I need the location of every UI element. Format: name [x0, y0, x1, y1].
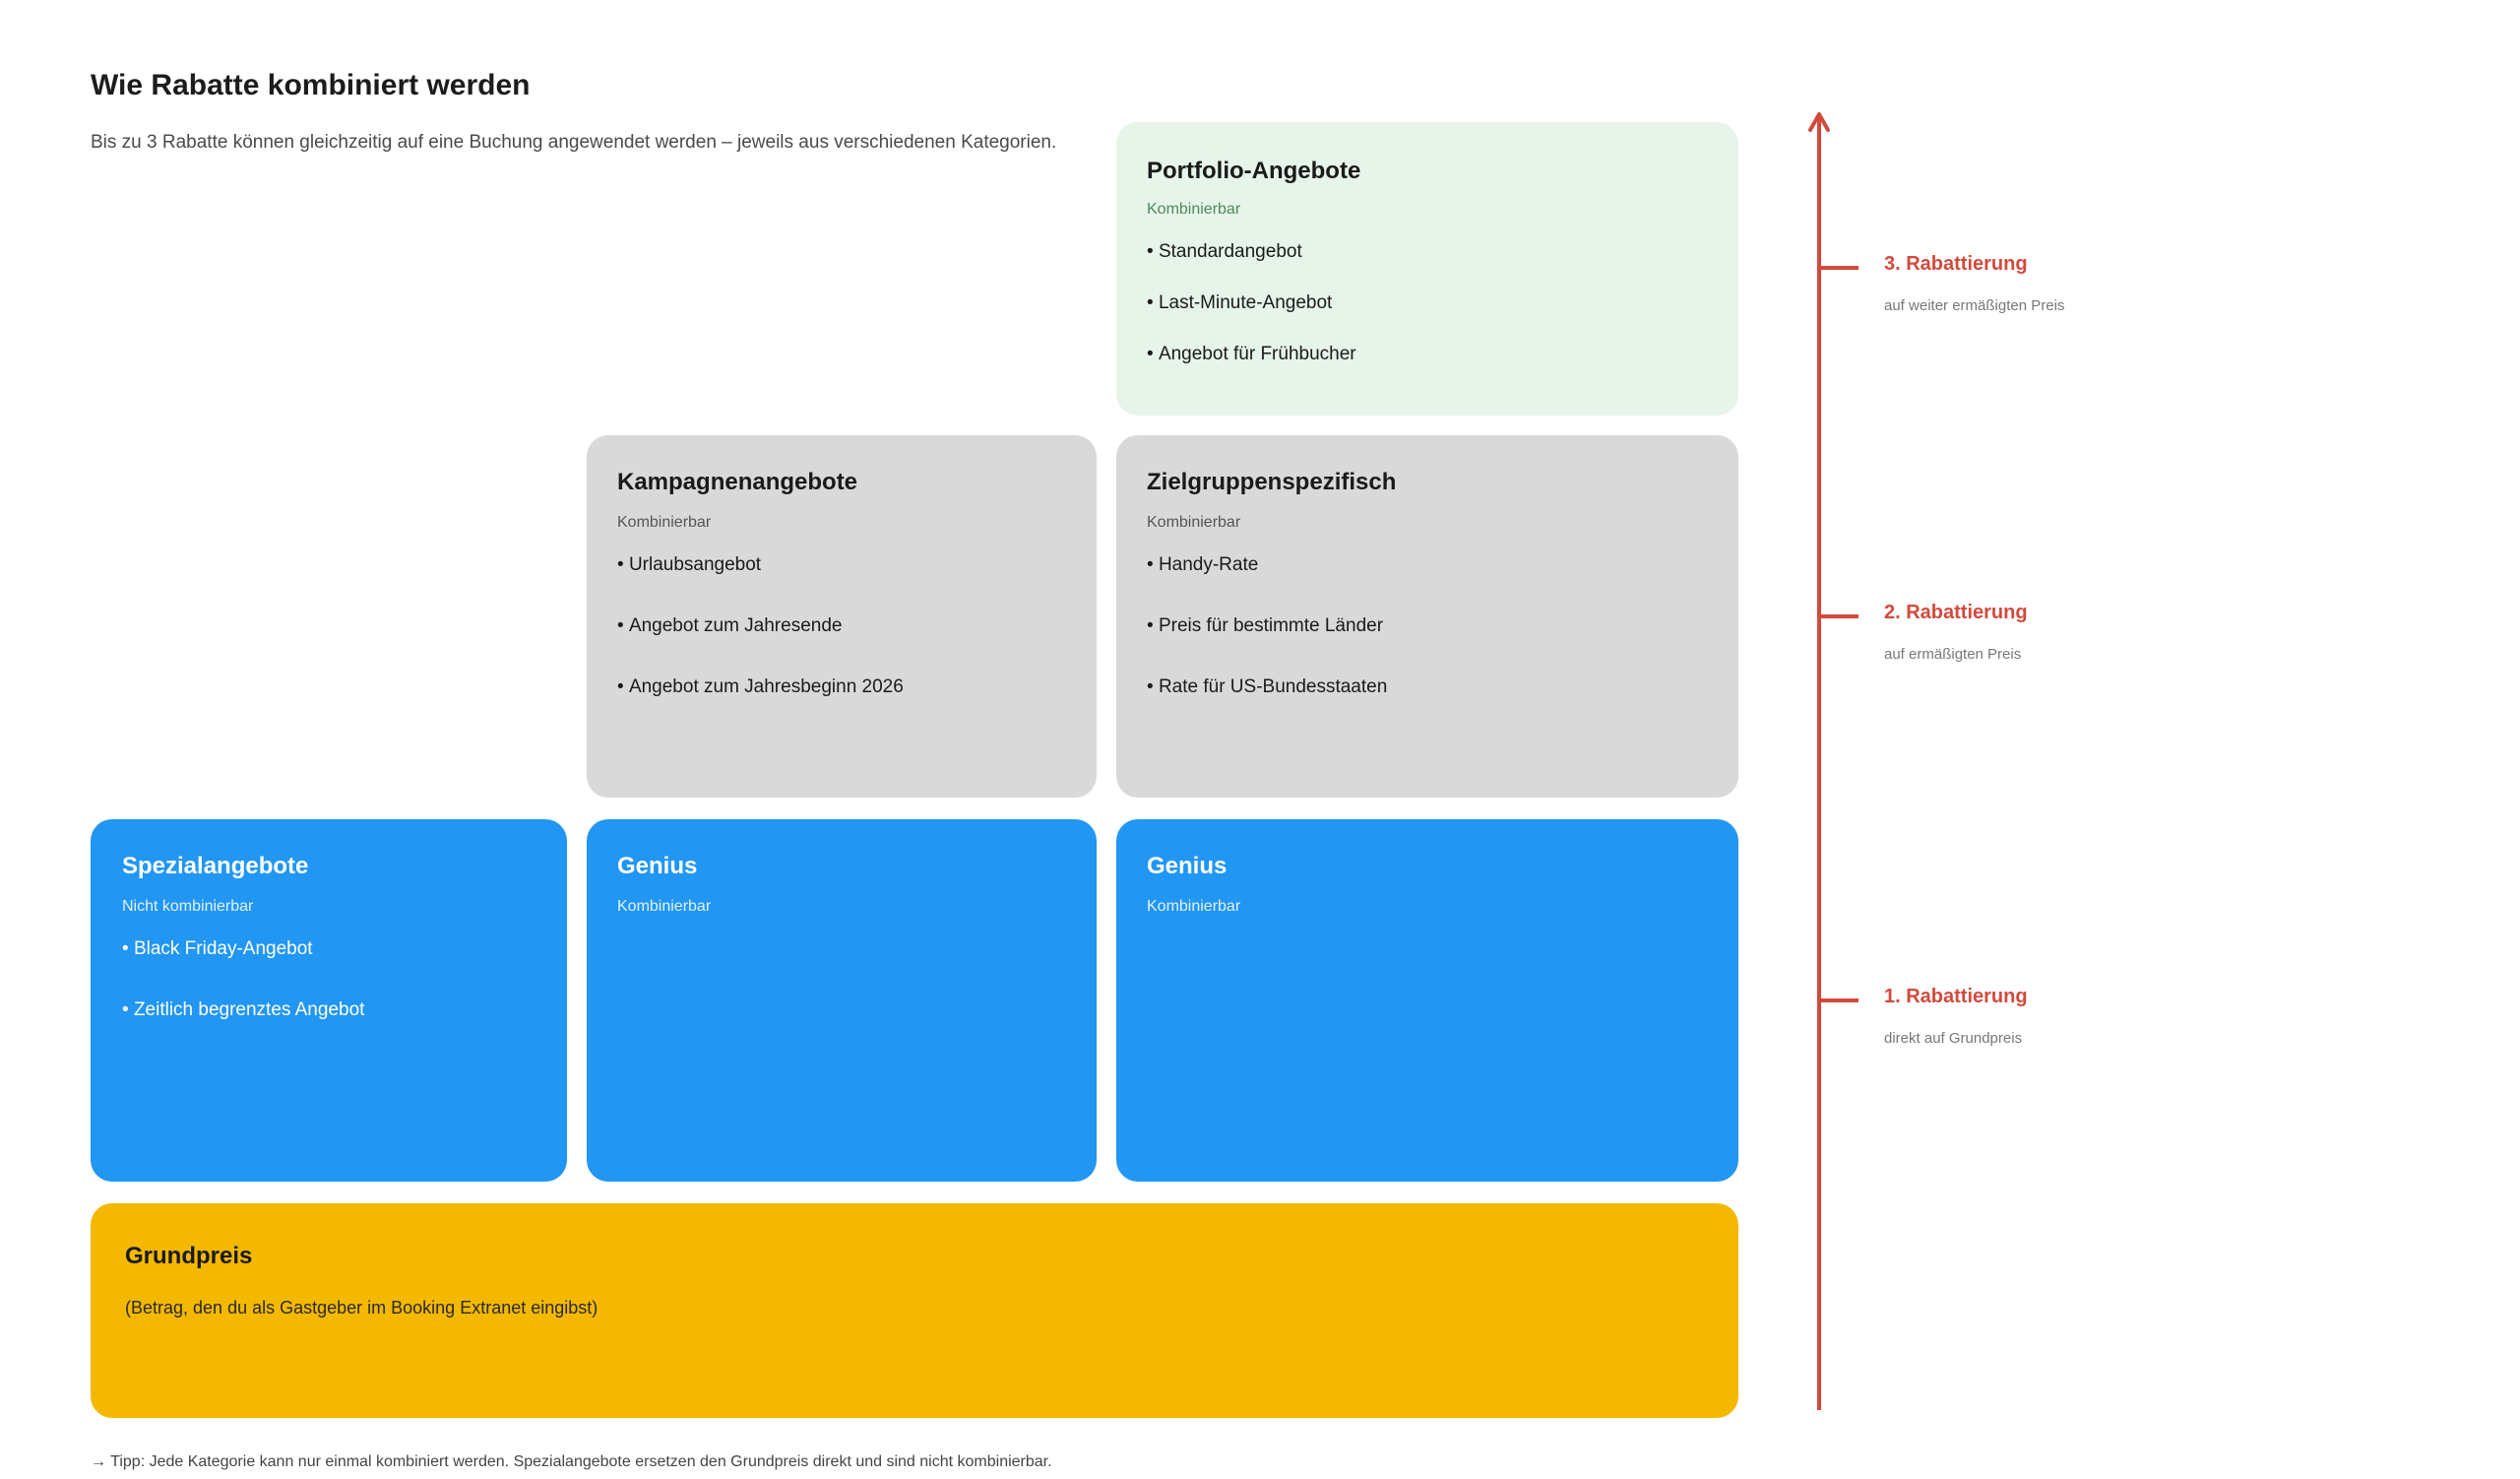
list-item: Handy-Rate	[1147, 555, 1708, 574]
box-title: Genius	[1147, 853, 1228, 879]
box-title: Grundpreis	[125, 1243, 253, 1269]
item-list: Handy-Rate Preis für bestimmte Länder Ra…	[1147, 555, 1708, 696]
level-2-sub: auf ermäßigten Preis	[1884, 646, 2022, 663]
item-list: Black Friday-Angebot Zeitlich begrenztes…	[122, 939, 536, 1019]
arrow-head	[1808, 112, 1830, 132]
list-item: Last-Minute-Angebot	[1147, 293, 1708, 312]
box-status: Kombinierbar	[617, 514, 712, 531]
list-item: Angebot zum Jahresbeginn 2026	[617, 677, 1066, 696]
box-title: Zielgruppenspezifisch	[1147, 469, 1397, 495]
list-item: Urlaubsangebot	[617, 555, 1066, 574]
box-title: Portfolio-Angebote	[1147, 158, 1361, 184]
list-item: Angebot für Frühbucher	[1147, 345, 1708, 363]
box-title: Genius	[617, 853, 698, 879]
page-title: Wie Rabatte kombiniert werden	[91, 69, 531, 101]
box-genius-2: Genius Kombinierbar	[1116, 819, 1738, 1182]
box-genius-1: Genius Kombinierbar	[587, 819, 1097, 1182]
box-description: (Betrag, den du als Gastgeber im Booking…	[125, 1298, 598, 1318]
level-3-sub: auf weiter ermäßigten Preis	[1884, 297, 2065, 314]
box-kampagnenangebote: Kampagnenangebote Kombinierbar Urlaubsan…	[587, 435, 1097, 798]
box-spezialangebote: Spezialangebote Nicht kombinierbar Black…	[91, 819, 567, 1182]
level-1-label: 1. Rabattierung	[1884, 986, 2028, 1007]
list-item: Black Friday-Angebot	[122, 939, 536, 958]
list-item: Rate für US-Bundesstaaten	[1147, 677, 1708, 696]
box-grundpreis: Grundpreis (Betrag, den du als Gastgeber…	[91, 1203, 1738, 1418]
list-item: Standardangebot	[1147, 242, 1708, 261]
tip-text: → Tipp: Jede Kategorie kann nur einmal k…	[91, 1453, 1052, 1470]
box-portfolio-angebote: Portfolio-Angebote Kombinierbar Standard…	[1116, 122, 1738, 416]
level-3-label: 3. Rabattierung	[1884, 253, 2028, 275]
box-status: Kombinierbar	[617, 898, 712, 915]
box-zielgruppenspezifisch: Zielgruppenspezifisch Kombinierbar Handy…	[1116, 435, 1738, 798]
box-status: Kombinierbar	[1147, 514, 1241, 531]
box-status: Kombinierbar	[1147, 898, 1241, 915]
discount-order-arrow	[1808, 112, 1858, 1410]
item-list: Standardangebot Last-Minute-Angebot Ange…	[1147, 242, 1708, 363]
list-item: Preis für bestimmte Länder	[1147, 616, 1708, 635]
list-item: Angebot zum Jahresende	[617, 616, 1066, 635]
list-item: Zeitlich begrenztes Angebot	[122, 1000, 536, 1019]
level-1-sub: direkt auf Grundpreis	[1884, 1030, 2023, 1047]
box-title: Kampagnenangebote	[617, 469, 858, 495]
page-subtitle: Bis zu 3 Rabatte können gleichzeitig auf…	[91, 132, 1057, 153]
box-status: Nicht kombinierbar	[122, 898, 254, 915]
box-title: Spezialangebote	[122, 853, 309, 879]
item-list: Urlaubsangebot Angebot zum Jahresende An…	[617, 555, 1066, 696]
box-status: Kombinierbar	[1147, 201, 1241, 218]
level-2-label: 2. Rabattierung	[1884, 602, 2028, 623]
